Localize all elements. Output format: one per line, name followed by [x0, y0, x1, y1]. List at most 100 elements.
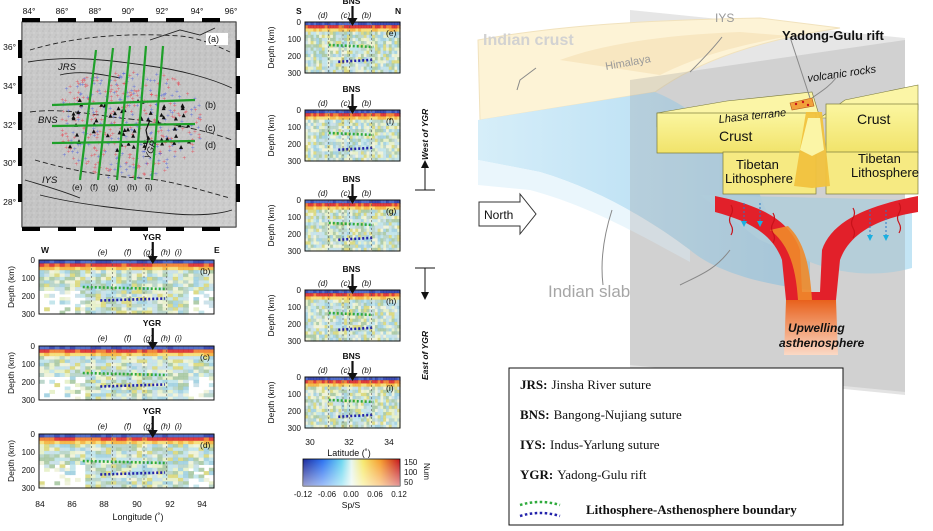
profile-cell — [386, 145, 390, 149]
profile-cell — [330, 309, 334, 313]
marker-arrow-head — [347, 286, 358, 294]
profile-cell — [157, 352, 164, 357]
profile-cell — [358, 145, 362, 149]
profile-cell — [116, 263, 122, 268]
profile-cell — [167, 444, 174, 449]
legend-abbr: BNS: — [520, 407, 550, 422]
profile-cell — [141, 373, 148, 377]
profile-cell — [172, 359, 179, 364]
profile-cell — [374, 148, 379, 153]
profile-cell — [338, 412, 342, 416]
profile-cell — [386, 50, 390, 55]
profile-cell — [327, 408, 331, 413]
profile-cell — [344, 50, 348, 55]
profile-cell — [355, 57, 359, 61]
station-marker: + — [155, 144, 159, 150]
station-marker: + — [144, 112, 148, 118]
profile-cell — [126, 376, 133, 381]
station-marker: + — [135, 103, 139, 109]
profile-cell — [178, 303, 184, 308]
profile-cell — [363, 66, 368, 71]
profile-cell — [305, 41, 309, 45]
profile-cell — [332, 424, 337, 429]
profile-cell — [321, 66, 326, 71]
profile-cell — [352, 334, 356, 339]
profile-cell — [369, 25, 373, 29]
profile-cell — [307, 34, 312, 39]
profile-cell — [90, 290, 97, 295]
profile-label-h: (h) — [127, 182, 138, 192]
profile-cell — [136, 266, 143, 271]
profile-cell — [374, 405, 379, 410]
profile-cell — [360, 383, 365, 388]
profile-cell — [383, 141, 387, 146]
profile-cell — [332, 129, 337, 133]
profile-cell — [121, 266, 128, 271]
profile-cell — [338, 44, 342, 49]
profile-cell — [366, 238, 370, 243]
profile-cell — [332, 57, 337, 61]
profile-cell — [49, 260, 55, 264]
profile-cell — [377, 141, 381, 146]
profile-cell — [157, 263, 164, 268]
profile-cell — [80, 346, 86, 350]
profile-cell — [338, 47, 342, 52]
profile-cell — [380, 203, 384, 207]
station-marker: + — [122, 81, 126, 87]
profile-cell — [346, 380, 351, 384]
profile-cell — [380, 41, 384, 45]
profile-cell — [330, 129, 334, 133]
profile-cell — [75, 263, 81, 268]
profile-cell — [349, 402, 354, 407]
profile-cell — [394, 132, 398, 137]
profile-cell — [305, 22, 309, 26]
profile-cell — [310, 309, 314, 313]
profile-cell — [321, 290, 326, 294]
profile-cell — [327, 138, 331, 143]
profile-cell — [69, 283, 76, 288]
pointer-lines — [516, 36, 837, 286]
profile-cell — [39, 352, 45, 357]
profile-cell — [152, 477, 158, 482]
profile-cell — [121, 386, 128, 391]
profile-cell — [377, 113, 381, 117]
profile-cell — [203, 352, 210, 357]
profile-cell — [360, 247, 365, 252]
station-marker: + — [155, 72, 159, 78]
profile-cell — [321, 209, 326, 214]
profile-cell — [397, 200, 401, 204]
profile-cell — [383, 157, 387, 162]
profile-cell — [358, 389, 362, 394]
profile-cell — [126, 389, 133, 394]
profile-cell — [377, 22, 381, 26]
profile-cell — [162, 393, 169, 398]
station-marker: + — [173, 149, 177, 155]
profile-cell — [352, 315, 356, 320]
profile-cell — [369, 125, 373, 130]
profile-cell — [136, 447, 143, 452]
profile-cell — [349, 312, 354, 317]
profile-cell — [383, 63, 387, 68]
profile-cell — [100, 287, 107, 291]
profile-cell — [105, 379, 112, 384]
profile-cell — [321, 408, 326, 413]
profile-cell — [358, 141, 362, 146]
profile-cell — [172, 376, 179, 381]
profile-cell — [203, 263, 210, 268]
profile-cell — [44, 362, 50, 367]
profile-cell — [90, 467, 97, 472]
profile-cell — [363, 293, 368, 297]
profile-cell — [360, 219, 365, 223]
profile-cell — [374, 37, 379, 42]
profile-cell — [54, 287, 61, 291]
profile-cell — [105, 481, 112, 486]
profile-cell — [44, 434, 50, 438]
profile-cell — [358, 157, 362, 162]
profile-cell — [85, 454, 91, 459]
profile-cell — [349, 392, 354, 397]
station-triangle — [174, 133, 179, 138]
profile-cell — [319, 389, 323, 394]
profile-cell — [330, 206, 334, 211]
